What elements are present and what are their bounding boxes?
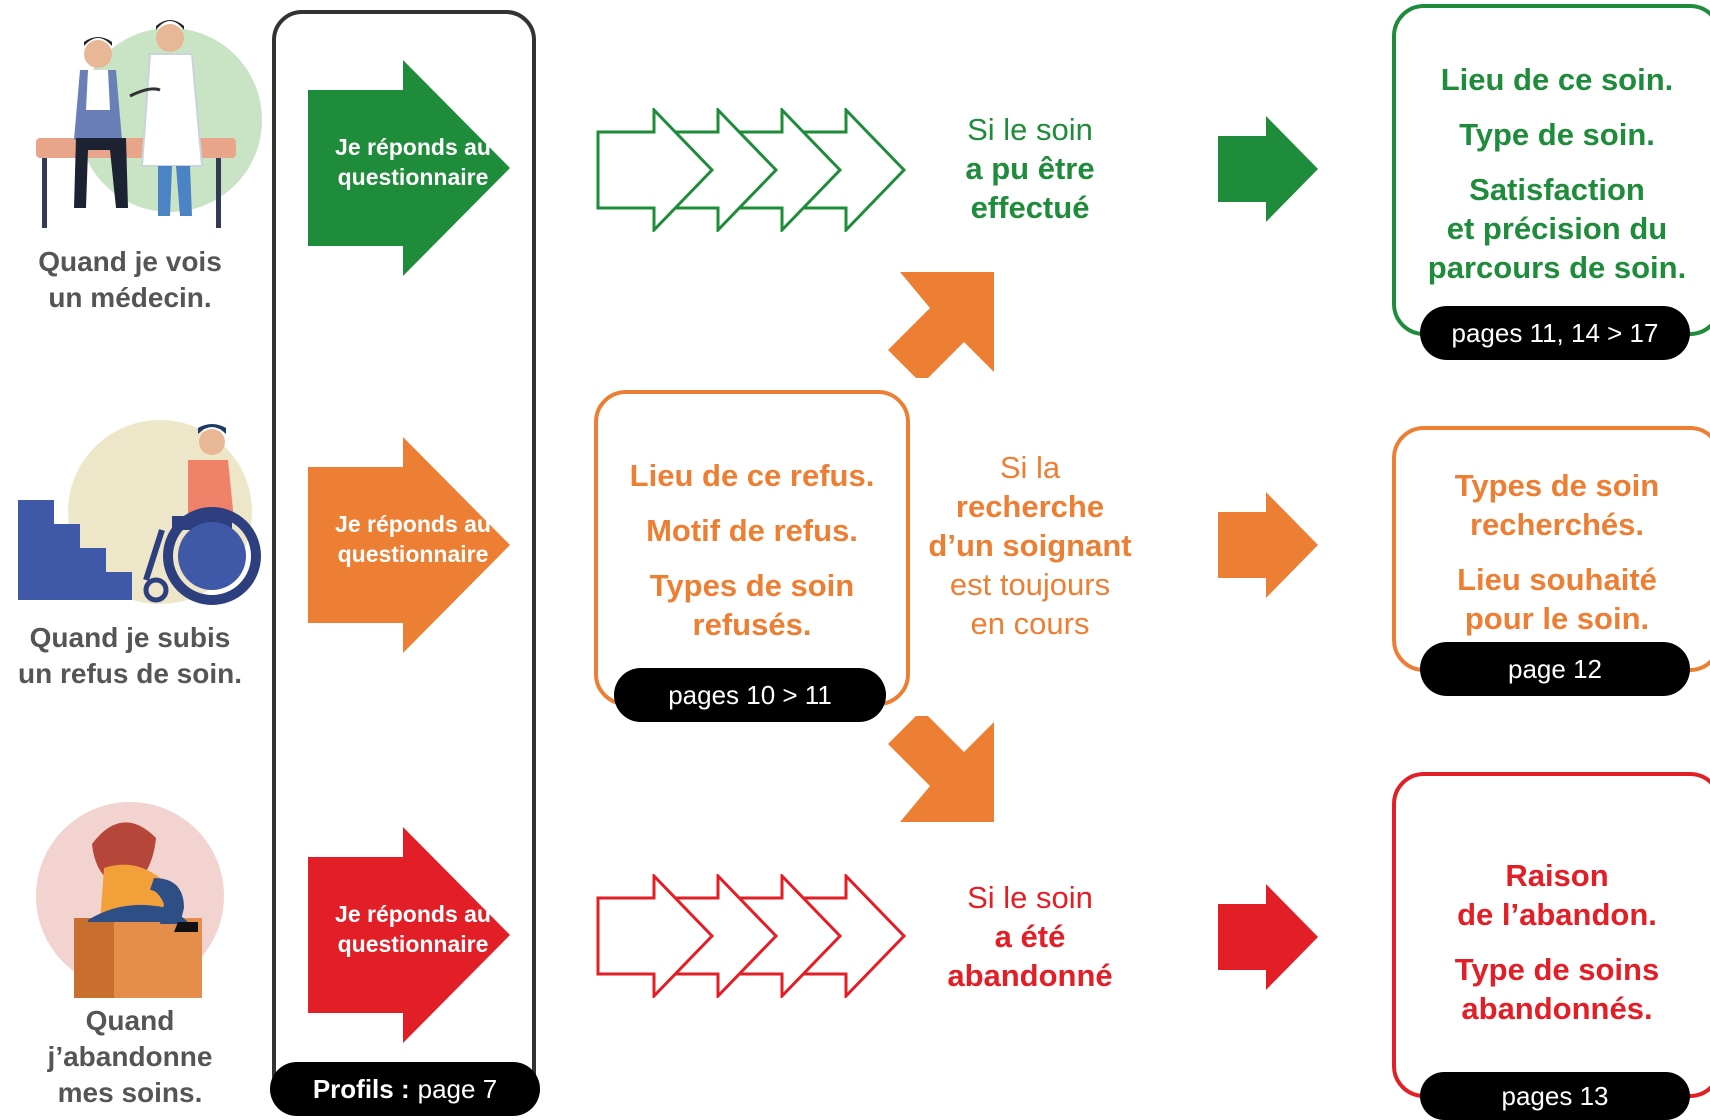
questionnaire-arrow-red: Je réponds au questionnaire — [308, 827, 518, 1043]
doctor-consultation-illustration — [36, 20, 262, 228]
condition-abandoned-line2: a été abandonné — [947, 919, 1113, 993]
refusal-pages-pill: pages 10 > 11 — [614, 668, 886, 722]
condition-ongoing-line3: est toujours en cours — [949, 567, 1111, 641]
result-arrow-red — [1218, 884, 1318, 990]
caption-care-abandoned: Quand j’abandonne mes soins. — [47, 1005, 213, 1108]
refusal-item: Motif de refus. — [646, 513, 858, 548]
caption-see-doctor: Quand je vois un médecin. — [38, 246, 222, 313]
refusal-item: Types de soin refusés. — [649, 568, 855, 642]
result-red-item: Type de soins abandonnés. — [1454, 952, 1660, 1026]
result-orange-item: Lieu souhaité pour le soin. — [1457, 562, 1657, 636]
chevron-arrows-green — [596, 108, 907, 232]
profiles-page-pill: Profils : page 7 — [270, 1062, 540, 1116]
result-red-pages-pill: pages 13 — [1420, 1072, 1690, 1120]
questionnaire-arrow-green: Je réponds au questionnaire — [308, 60, 518, 276]
result-box-green: Lieu de ce soin. Type de soin. Satisfact… — [1392, 4, 1710, 336]
result-orange-item: Types de soin recherchés. — [1454, 468, 1660, 542]
result-green-item: Lieu de ce soin. — [1440, 62, 1674, 97]
result-green-item: Satisfaction et précision du parcours de… — [1427, 172, 1687, 285]
chevron-arrows-red — [596, 874, 907, 998]
caption-care-refused: Quand je subis un refus de soin. — [17, 622, 243, 689]
result-orange-pages-pill: page 12 — [1420, 642, 1690, 696]
condition-abandoned-line1: Si le soin — [967, 880, 1093, 915]
condition-done-line2: a pu être effectué — [965, 151, 1095, 225]
wheelchair-stairs-illustration — [18, 420, 261, 605]
refusal-details-box: Lieu de ce refus. Motif de refus. Types … — [594, 390, 910, 706]
result-arrow-green — [1218, 116, 1318, 222]
result-green-pages-pill: pages 11, 14 > 17 — [1420, 306, 1690, 360]
questionnaire-label: Je réponds au questionnaire — [335, 134, 491, 190]
condition-care-abandoned: Si le soin a été abandonné — [910, 878, 1150, 995]
condition-done-line1: Si le soin — [967, 112, 1093, 147]
refusal-item: Lieu de ce refus. — [629, 458, 875, 493]
result-box-orange: Types de soin recherchés. Lieu souhaité … — [1392, 426, 1710, 672]
questionnaire-arrow-orange: Je réponds au questionnaire — [308, 437, 518, 653]
condition-ongoing-line2: recherche d’un soignant — [928, 489, 1132, 563]
result-green-item: Type de soin. — [1459, 117, 1655, 152]
condition-care-done: Si le soin a pu être effectué — [910, 110, 1150, 227]
condition-ongoing-line1: Si la — [999, 450, 1061, 485]
condition-search-ongoing: Si la recherche d’un soignant est toujou… — [910, 448, 1150, 643]
questionnaire-label: Je réponds au questionnaire — [335, 511, 491, 567]
result-red-item: Raison de l’abandon. — [1457, 858, 1657, 932]
orange-arrow-up-right — [888, 272, 994, 378]
profiles-pill-bold: Profils : — [312, 1073, 410, 1104]
profiles-pill-text: page 7 — [417, 1073, 498, 1104]
orange-arrow-down-right — [888, 716, 994, 822]
result-box-red: Raison de l’abandon. Type de soins aband… — [1392, 772, 1710, 1098]
questionnaire-label: Je réponds au questionnaire — [335, 901, 491, 957]
sad-person-sitting-illustration — [36, 802, 224, 998]
result-arrow-orange — [1218, 492, 1318, 598]
